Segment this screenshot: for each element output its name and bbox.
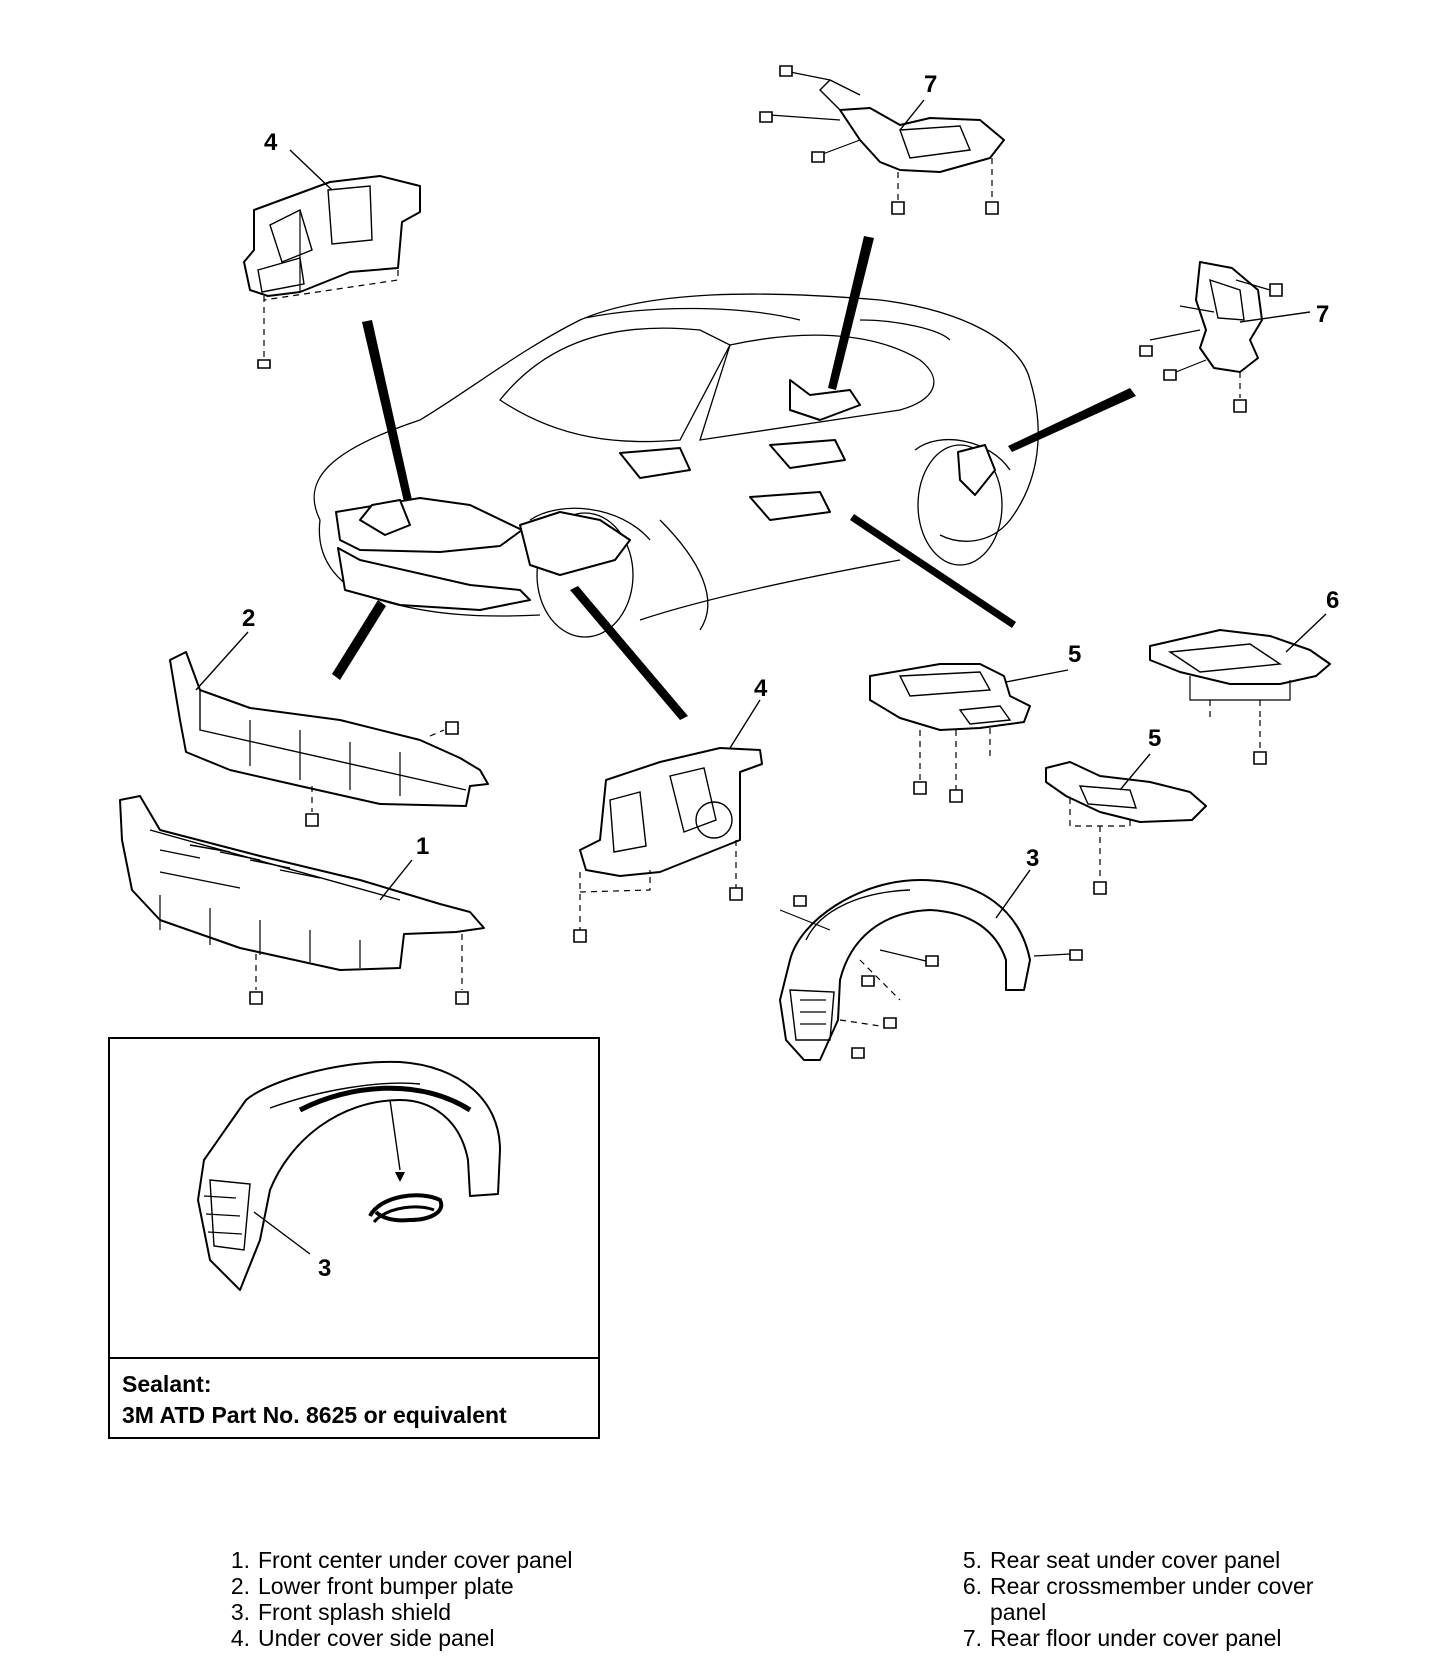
callout-5-right: 5: [1148, 725, 1161, 752]
vehicle-outline: [313, 293, 1039, 638]
callout-3-inset: 3: [318, 1255, 331, 1282]
legend-number: [950, 1599, 990, 1625]
callout-7-top: 7: [924, 71, 937, 98]
legend-text: Front center under cover panel: [258, 1547, 573, 1573]
legend-text: panel: [990, 1599, 1047, 1625]
legend-item: 2. Lower front bumper plate: [218, 1573, 573, 1599]
callout-4-middle: 4: [754, 675, 768, 702]
legend-item: 6. Rear crossmember under cover: [950, 1573, 1314, 1599]
legend-number: 3.: [230, 1599, 250, 1625]
callout-5-left: 5: [1068, 641, 1081, 668]
callout-7-right: 7: [1316, 301, 1329, 328]
legend-number: 7.: [962, 1625, 982, 1651]
part-4-under-cover-side-panel-middle: [573, 699, 763, 943]
part-3-front-splash-shield: [779, 869, 1083, 1061]
part-7-rear-floor-under-cover-right: [1139, 261, 1311, 413]
sealant-caption: Sealant: 3M ATD Part No. 8625 or equival…: [110, 1357, 598, 1437]
legend-item: panel: [950, 1599, 1313, 1625]
callout-3-right: 3: [1026, 845, 1039, 872]
parts-legend-right: 5. Rear seat under cover panel 6. Rear c…: [950, 1547, 1314, 1651]
legend-item: 4. Under cover side panel: [218, 1625, 573, 1651]
part-4-under-cover-side-panel-top: [243, 149, 421, 369]
legend-text: Rear floor under cover panel: [990, 1625, 1282, 1651]
sealant-spec: 3M ATD Part No. 8625 or equivalent: [122, 1402, 507, 1428]
part-1-front-center-under-cover-panel: [119, 795, 485, 1005]
sealant-inset-box: Sealant: 3M ATD Part No. 8625 or equival…: [108, 1037, 600, 1439]
legend-text: Lower front bumper plate: [258, 1573, 514, 1599]
legend-number: 2.: [230, 1573, 250, 1599]
legend-item: 1. Front center under cover panel: [218, 1547, 573, 1573]
callout-6: 6: [1326, 587, 1339, 614]
legend-number: 6.: [962, 1573, 982, 1599]
sealant-label: Sealant:: [122, 1371, 212, 1397]
installed-panels: [335, 379, 996, 611]
inset-splash-shield-with-sealant: [197, 1060, 501, 1291]
legend-text: Rear seat under cover panel: [990, 1547, 1281, 1573]
part-6-rear-crossmember-under-cover: [1149, 613, 1331, 765]
part-5-rear-seat-under-cover-left: [869, 663, 1069, 803]
legend-number: 1.: [230, 1547, 250, 1573]
legend-text: Under cover side panel: [258, 1625, 495, 1651]
legend-item: 3. Front splash shield: [218, 1599, 573, 1625]
callout-1: 1: [416, 833, 429, 860]
callout-2: 2: [242, 605, 255, 632]
legend-number: 5.: [962, 1547, 982, 1573]
callout-4-top: 4: [264, 129, 278, 156]
part-5-rear-seat-under-cover-right: [1045, 753, 1207, 895]
legend-item: 5. Rear seat under cover panel: [950, 1547, 1313, 1573]
part-2-lower-front-bumper-plate: [169, 631, 489, 827]
legend-text: Front splash shield: [258, 1599, 452, 1625]
part-7-rear-floor-under-cover-top: [759, 65, 1005, 215]
legend-text: Rear crossmember under cover: [990, 1573, 1314, 1599]
legend-item: 7. Rear floor under cover panel: [950, 1625, 1313, 1651]
wedge-leaders: [332, 236, 1136, 720]
callout-numbers: 7 4 7 6 2 5 4 5 1 3 3: [242, 71, 1339, 1282]
parts-legend-left: 1. Front center under cover panel 2. Low…: [218, 1547, 573, 1651]
legend-number: 4.: [230, 1625, 250, 1651]
